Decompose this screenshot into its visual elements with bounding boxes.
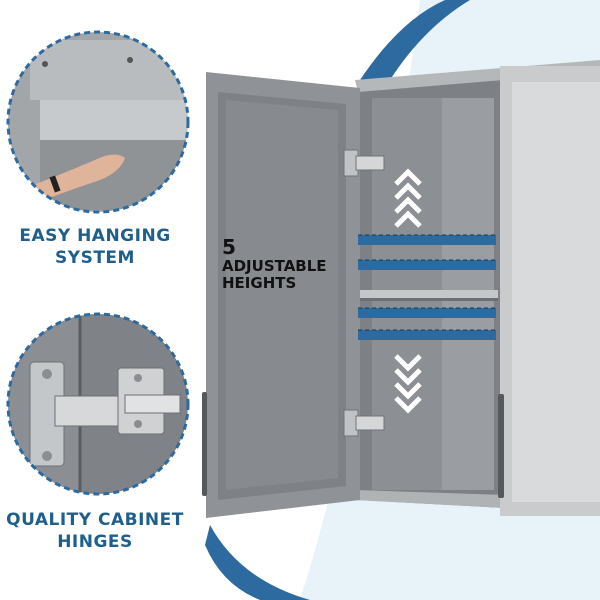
shelf-height-indicators [358,234,496,340]
left-door-handle [202,392,207,496]
swoosh-bottom [205,525,310,600]
hanging-system-photo [6,30,190,214]
chevron-down-icon [394,354,422,414]
chevron-up-icon [394,168,422,228]
inner-hinge-bottom [343,409,385,437]
heights-line1: ADJUSTABLE [222,257,327,275]
inner-hinge-top [343,149,385,177]
heights-line2: HEIGHTS [222,273,297,292]
swoosh-top [360,0,470,88]
wall-cabinet [202,60,600,518]
hinges-label-line1: QUALITY CABINET [6,510,184,530]
quality-hinges-label: QUALITY CABINET HINGES [0,512,190,556]
easy-hanging-system-label: EASY HANGING SYSTEM [0,228,190,272]
heights-count: 5 [222,235,236,259]
hanging-label-line2: SYSTEM [55,248,135,268]
right-door-handle [498,394,504,498]
hanging-label-line1: EASY HANGING [19,226,171,246]
hinges-label-line2: HINGES [57,532,133,552]
adjustable-shelf [356,290,498,298]
adjustable-heights-callout: 5 ADJUSTABLE HEIGHTS [222,236,327,291]
